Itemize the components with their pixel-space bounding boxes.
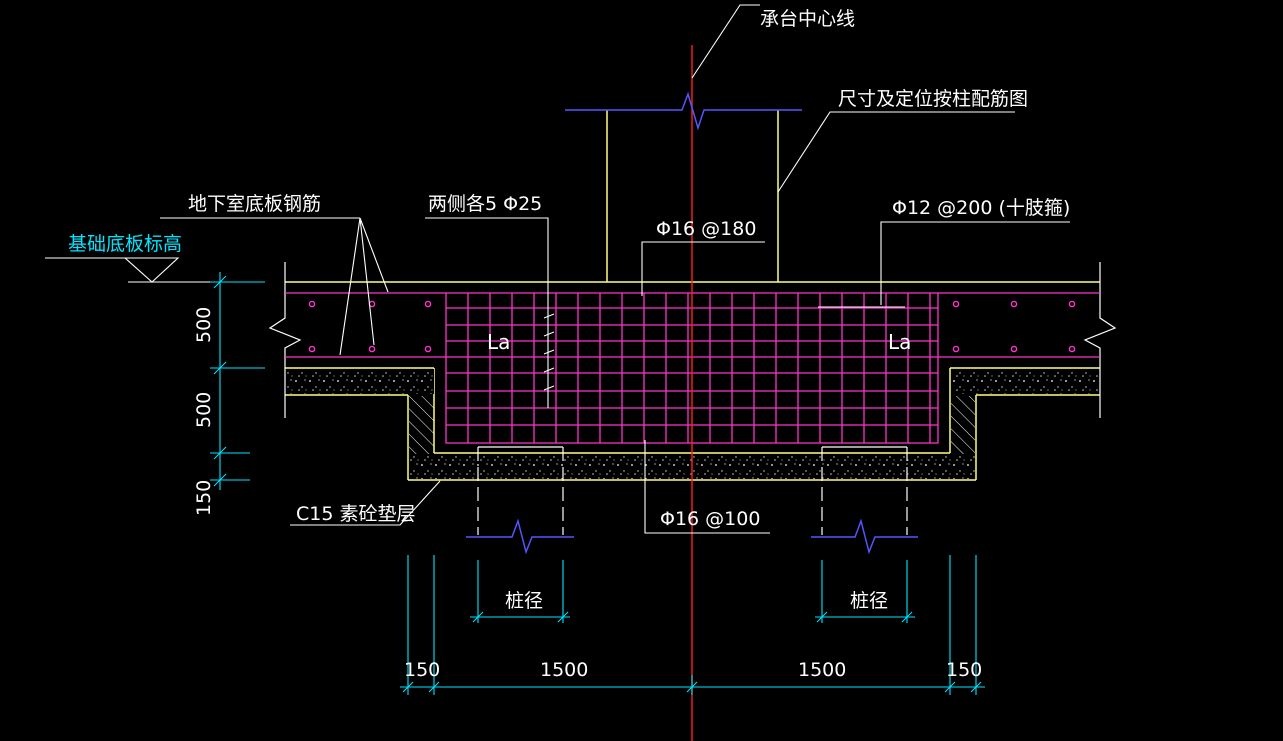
slab-rebar-dots [308,300,1076,353]
dim-slab-thickness: 500 [193,307,215,343]
piles [477,447,908,535]
dim-right-edge: 150 [946,659,982,681]
anchorage-label-left: La [487,330,510,354]
pile-ref-label: 尺寸及定位按柱配筋图 [838,88,1028,110]
dim-right-half: 1500 [798,659,846,681]
rebar-dot [1010,345,1018,353]
rebar-dot [952,300,960,308]
rebar-dot [424,345,432,353]
rebar-dot [424,300,432,308]
stirrup-label: Φ12 @200 (十肢箍) [892,197,1070,219]
anchor-ticks [543,306,905,391]
side-bars-label: 两侧各5 Φ25 [428,193,542,215]
rebar-dot [308,345,316,353]
rebar-dot [1010,300,1018,308]
bottom-bars-label: Φ16 @100 [660,508,760,530]
rebar-dot [368,345,376,353]
centerline-label: 承台中心线 [760,8,855,30]
pile-diameter-label-right: 桩径 [850,590,888,612]
dim-cap-depth: 500 [193,392,215,428]
rebar-dot [952,345,960,353]
slab-rebar-label: 地下室底板钢筋 [188,193,321,215]
dim-left-edge: 150 [404,659,440,681]
cushion-label: C15 素砼垫层 [296,503,415,525]
break-symbols [466,91,918,555]
rebar-dot [308,300,316,308]
slab-elevation-label: 基础底板标高 [68,233,182,255]
rebar-dot [1068,300,1076,308]
anchorage-label-right: La [888,330,911,354]
slab-break-lines [268,262,1117,418]
pile-diameter-label-left: 桩径 [505,590,543,612]
leader-lines [45,4,1070,534]
dim-left-half: 1500 [540,659,588,681]
dim-cushion-thickness: 150 [193,480,215,516]
rebar-dot [1068,345,1076,353]
top-bars-label: Φ16 @180 [656,218,756,240]
dimension-lines [210,272,985,695]
